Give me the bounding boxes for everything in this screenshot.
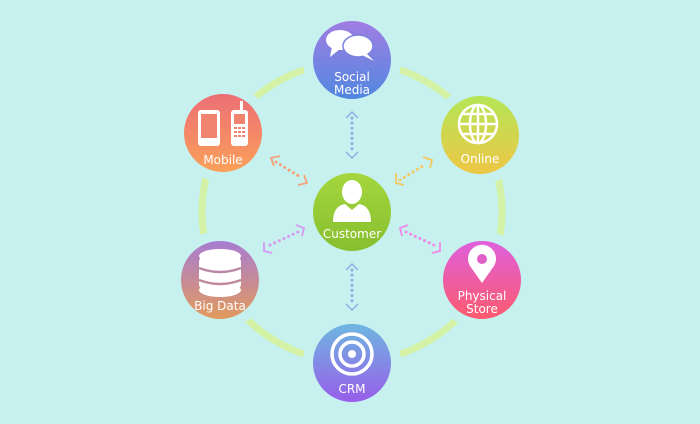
arrow-store-customer: [398, 224, 441, 254]
target-icon: [330, 332, 374, 376]
globe-icon: [457, 103, 499, 145]
node-label: Mobile: [203, 153, 242, 167]
node-label: Media: [334, 83, 370, 97]
node-label: CRM: [338, 382, 365, 396]
arrow-crm-customer: [345, 262, 359, 312]
arrow-social-customer: [345, 110, 359, 160]
node-physical-store[interactable]: Physical Store: [433, 231, 531, 329]
phones-icon: [198, 101, 248, 146]
database-icon: [198, 249, 242, 297]
node-online[interactable]: Online: [431, 86, 529, 184]
arrow-online-customer: [395, 156, 434, 186]
node-label: Big Data: [194, 299, 246, 313]
node-crm[interactable]: CRM: [303, 314, 401, 412]
speech-bubbles-icon: [326, 30, 374, 61]
node-label: Social: [334, 70, 370, 84]
arrow-mobile-customer: [269, 155, 309, 186]
center-label: Customer: [323, 227, 381, 241]
user-icon: [333, 180, 371, 222]
node-social-media[interactable]: Social Media: [303, 11, 401, 109]
map-pin-icon: [468, 244, 497, 283]
node-label: Store: [466, 302, 498, 316]
node-mobile[interactable]: Mobile: [174, 84, 272, 182]
node-label: Online: [461, 152, 500, 166]
node-big-data[interactable]: Big Data: [171, 231, 269, 329]
arrow-bigdata-customer: [263, 224, 306, 254]
node-customer[interactable]: Customer: [303, 163, 401, 261]
node-label: Physical: [458, 289, 507, 303]
